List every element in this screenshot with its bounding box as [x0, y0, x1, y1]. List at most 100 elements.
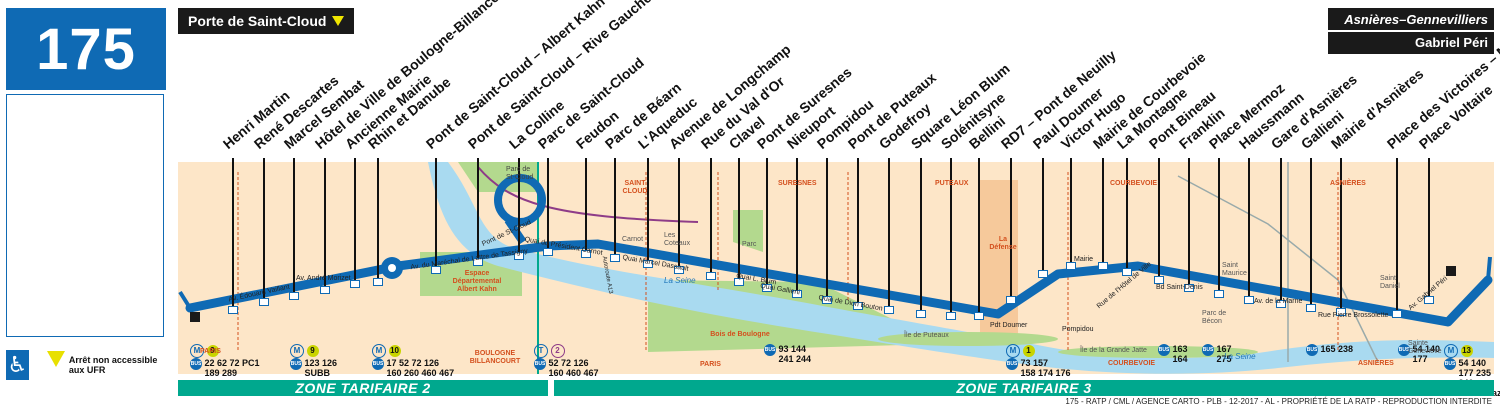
stop-tick: [1396, 158, 1398, 314]
stop-tick: [710, 158, 712, 276]
stop-tick: [1428, 158, 1430, 300]
stop-tick: [377, 158, 379, 282]
stop-marker: [1276, 300, 1286, 308]
bus-icon: BUS: [290, 358, 302, 370]
river-label: La Seine: [1224, 352, 1256, 361]
river-label: La Seine: [664, 276, 696, 285]
place-label: La Défense: [989, 236, 1017, 251]
metro-line-badge: 10: [388, 345, 401, 357]
stop-marker: [1244, 296, 1254, 304]
info-panel: [6, 94, 164, 337]
place-label: Saint Daniel: [1380, 275, 1400, 290]
stop-marker: [289, 292, 299, 300]
stop-tick: [1158, 158, 1160, 280]
street-label: Bd Saint-Denis: [1156, 284, 1203, 291]
city-label: BOULOGNE BILLANCOURT: [469, 350, 521, 365]
copyright-footer: 175 - RATP / CML / AGENCE CARTO - PLB - …: [1065, 397, 1492, 406]
bus-icon: BUS: [372, 358, 384, 370]
city-label: ASNIÈRES: [1330, 180, 1366, 187]
stop-marker: [1306, 304, 1316, 312]
stop-tick: [1188, 158, 1190, 288]
stop-marker: [431, 266, 441, 274]
stop-marker: [543, 248, 553, 256]
stop-tick: [678, 158, 680, 270]
bus-icon: BUS: [1006, 358, 1018, 370]
terminus-right-line2: Gabriel Péri: [1415, 35, 1488, 50]
stop-marker: [610, 254, 620, 262]
stop-marker: [792, 290, 802, 298]
stop-tick: [1280, 158, 1282, 304]
stop-marker: [946, 312, 956, 320]
stop-tick: [1010, 158, 1012, 300]
bus-icon: BUS: [190, 358, 202, 370]
metro-icon: M: [372, 344, 386, 358]
stop-tick: [518, 158, 520, 256]
stop-tick: [796, 158, 798, 294]
route-loop-connector: [504, 217, 527, 245]
metro-line-badge: 9: [206, 345, 219, 357]
railway-line: [1177, 175, 1379, 363]
stop-tick: [826, 158, 828, 300]
stop-tick: [766, 158, 768, 288]
place-label: Saint Maurice: [1222, 262, 1247, 277]
route-map: [178, 162, 1494, 374]
stop-tick: [1248, 158, 1250, 300]
stop-marker: [1424, 296, 1434, 304]
metro-line-badge: 9: [306, 345, 319, 357]
stop-tick: [1042, 158, 1044, 274]
place-label: Sainte Geneviève: [1408, 340, 1442, 355]
wheelchair-icon: ♿: [6, 350, 29, 380]
bus-icon: BUS: [1202, 344, 1214, 356]
bus-icon: BUS: [1306, 344, 1318, 356]
stop-marker: [1006, 296, 1016, 304]
island-puteaux: [878, 332, 1058, 346]
stop-marker: [1098, 262, 1108, 270]
city-label: SURESNES: [778, 180, 817, 187]
terminus-right-stop: [1446, 266, 1456, 276]
terminus-left: Porte de Saint-Cloud: [178, 8, 355, 34]
place-label: Mairie: [1074, 256, 1094, 263]
place-label: Pompidou: [1062, 326, 1094, 333]
route-start-stem: [178, 290, 192, 310]
stop-tick: [263, 158, 265, 302]
roundabout-center: [388, 264, 396, 272]
bus-route-line: [185, 239, 1493, 327]
stop-tick: [738, 158, 740, 282]
stop-marker: [884, 306, 894, 314]
stop-tick: [920, 158, 922, 314]
stop-tick: [354, 158, 356, 284]
place-label: Parc de St-Cloud: [506, 166, 534, 181]
stop-marker: [1336, 308, 1346, 316]
stop-marker: [581, 250, 591, 258]
street-label: Av. André Morizet: [296, 275, 351, 282]
stop-tick: [232, 158, 234, 310]
stop-tick: [1102, 158, 1104, 266]
street-label: Pdt Doumer: [990, 322, 1028, 329]
stop-marker: [706, 272, 716, 280]
stop-tick: [647, 158, 649, 264]
place-label: Île de Puteaux: [904, 332, 949, 339]
city-label: PUTEAUX: [935, 180, 969, 187]
stop-marker: [373, 278, 383, 286]
fare-zone-2: ZONE TARIFAIRE 2: [178, 380, 548, 396]
park-area: [733, 210, 763, 252]
stop-tick: [1218, 158, 1220, 294]
stop-tick: [614, 158, 616, 258]
terminus-left-name: Porte de Saint-Cloud: [188, 13, 327, 29]
stop-marker: [1038, 270, 1048, 278]
line-number-badge: 175: [6, 8, 166, 90]
stop-tick: [978, 158, 980, 316]
